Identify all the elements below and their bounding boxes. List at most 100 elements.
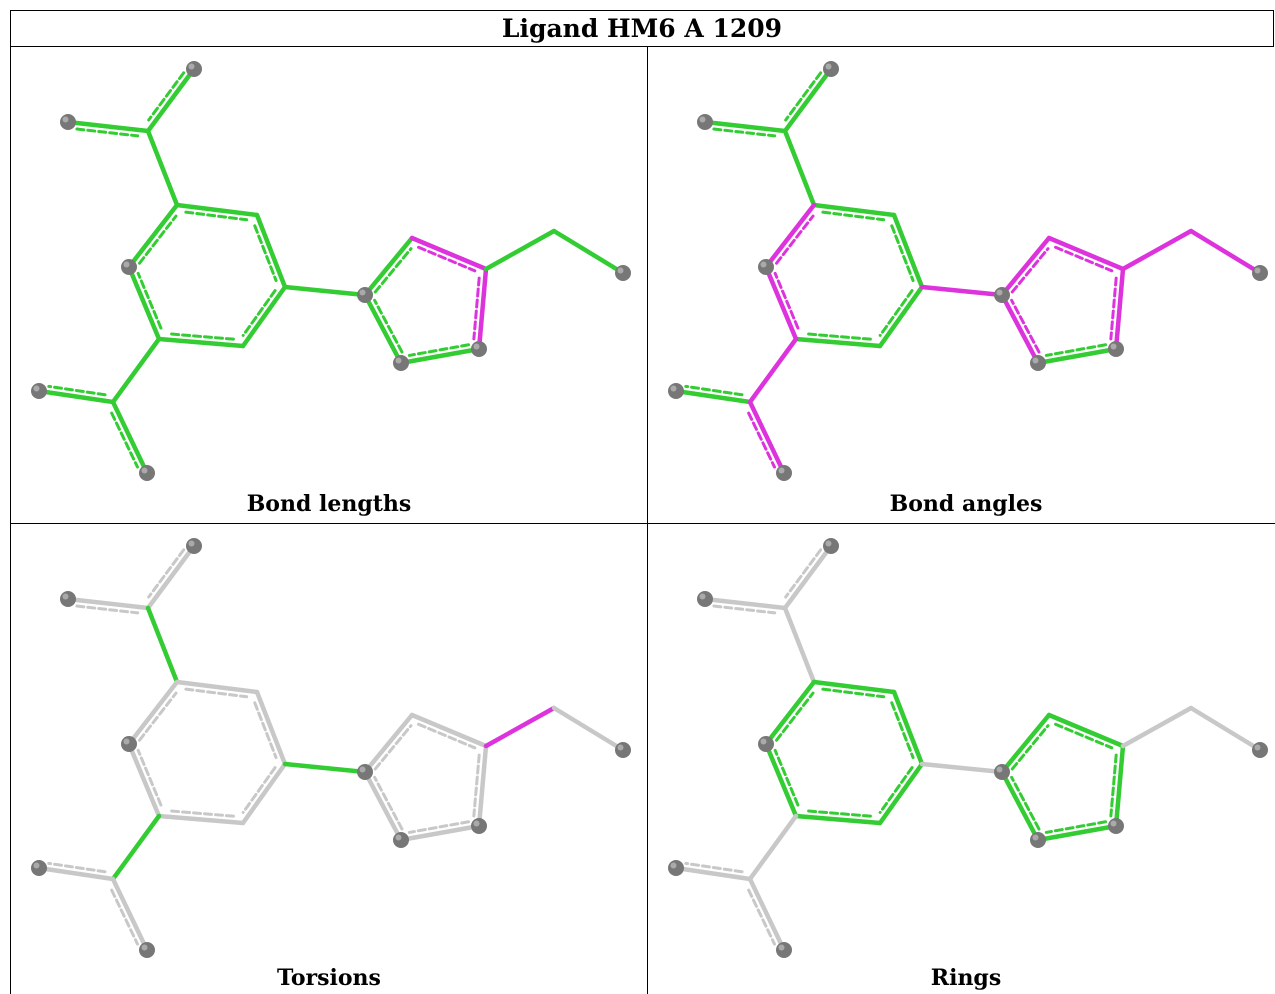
bond-dashed-order xyxy=(1054,245,1114,273)
bond xyxy=(254,689,288,767)
atom-highlight xyxy=(760,738,767,745)
molecule-bond-angles xyxy=(668,61,1268,481)
bond-dashed-order xyxy=(168,809,235,818)
bond xyxy=(1188,705,1263,753)
bond-dashed-order xyxy=(168,332,235,341)
atom-sphere xyxy=(823,538,839,554)
atom-highlight xyxy=(62,593,69,600)
atom-highlight xyxy=(1110,343,1117,350)
bond-dashed-order xyxy=(184,210,249,222)
atom-highlight xyxy=(141,944,148,951)
atom-sphere xyxy=(121,259,137,275)
atom-sphere xyxy=(393,355,409,371)
bond-dashed-order xyxy=(110,411,140,469)
bond xyxy=(702,119,788,134)
bond-dashed-order xyxy=(1010,247,1050,294)
atom-sphere xyxy=(471,341,487,357)
bond xyxy=(36,865,116,882)
atom-sphere xyxy=(994,764,1010,780)
bond xyxy=(1188,228,1263,276)
bond xyxy=(156,336,246,349)
atom-sphere xyxy=(139,465,155,481)
figure-title: Ligand HM6 A 1209 xyxy=(10,10,1274,47)
atom-sphere xyxy=(186,61,202,77)
atom-highlight xyxy=(123,261,130,268)
atom-highlight xyxy=(359,766,366,773)
atom-highlight xyxy=(123,738,130,745)
atom-sphere xyxy=(121,736,137,752)
bond-dashed-order xyxy=(138,214,178,265)
bond-dashed-order xyxy=(712,127,777,138)
bond xyxy=(782,605,817,685)
bond xyxy=(476,743,489,829)
atom-sphere xyxy=(776,465,792,481)
panel-bond-angles: Bond angles xyxy=(648,47,1275,517)
atom-sphere xyxy=(139,942,155,958)
atom-sphere xyxy=(1252,265,1268,281)
bond-dashed-order xyxy=(75,127,140,138)
atom-highlight xyxy=(395,834,402,841)
bond xyxy=(747,399,787,476)
atom-highlight xyxy=(395,357,402,364)
bond-dashed-order xyxy=(775,214,815,265)
bond xyxy=(1035,823,1119,843)
bond xyxy=(793,813,883,826)
bond xyxy=(483,705,557,749)
bond xyxy=(145,543,197,611)
bond xyxy=(747,876,787,953)
atom-sphere xyxy=(758,736,774,752)
bond-dashed-order xyxy=(472,753,481,818)
bond-dashed-order xyxy=(821,687,886,699)
bond xyxy=(126,679,180,747)
atom-sphere xyxy=(758,259,774,275)
bond xyxy=(126,202,180,270)
atom-highlight xyxy=(1254,744,1261,751)
bond xyxy=(999,712,1052,775)
bond xyxy=(1120,228,1194,272)
atom-sphere xyxy=(615,265,631,281)
panel-rings: Rings xyxy=(648,524,1275,994)
bond xyxy=(174,679,260,695)
figure-frame: Ligand HM6 A 1209 Bond lengths Bond angl… xyxy=(10,10,1275,994)
bond xyxy=(483,228,557,272)
bond xyxy=(156,813,246,826)
bond xyxy=(999,292,1041,366)
bond-dashed-order xyxy=(373,298,404,354)
atom-sphere xyxy=(357,287,373,303)
bond xyxy=(362,712,415,775)
bond-dashed-order xyxy=(241,766,277,814)
bond-dashed-order xyxy=(407,820,471,834)
bond xyxy=(747,336,799,405)
bond-dashed-order xyxy=(373,724,413,771)
atom-highlight xyxy=(473,820,480,827)
bond-dashed-order xyxy=(373,775,404,831)
atom-sphere xyxy=(1030,832,1046,848)
bond xyxy=(240,761,288,826)
bond-dashed-order xyxy=(775,691,815,742)
atom-sphere xyxy=(60,114,76,130)
bond xyxy=(763,679,817,747)
bond xyxy=(240,284,288,349)
bond xyxy=(145,605,180,685)
grid-middle-divider xyxy=(10,523,1275,524)
atom-highlight xyxy=(188,63,195,70)
bond xyxy=(145,66,197,134)
bond-dashed-order xyxy=(407,343,471,357)
bond xyxy=(174,202,260,218)
atom-highlight xyxy=(617,267,624,274)
atom-highlight xyxy=(670,862,677,869)
atom-sphere xyxy=(668,383,684,399)
bond xyxy=(398,346,482,366)
bond-dashed-order xyxy=(1010,775,1041,831)
bond xyxy=(110,813,162,882)
bond-dashed-order xyxy=(241,289,277,337)
atom-highlight xyxy=(188,540,195,547)
bond xyxy=(763,264,799,342)
caption-bond-angles: Bond angles xyxy=(889,491,1043,517)
bond xyxy=(673,388,753,405)
bond-dashed-order xyxy=(1010,298,1041,354)
atom-sphere xyxy=(823,61,839,77)
bond xyxy=(282,284,368,298)
bond-dashed-order xyxy=(1044,820,1108,834)
bond-dashed-order xyxy=(684,384,744,397)
